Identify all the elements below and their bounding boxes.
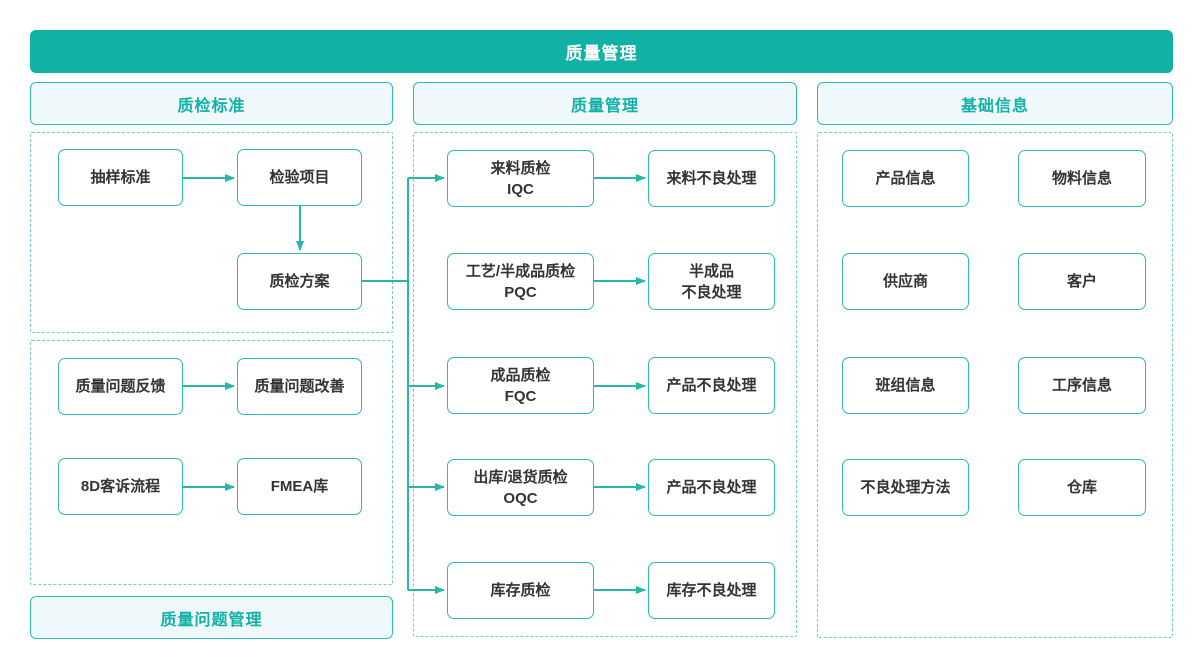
diagram-title: 质量管理 [565, 44, 638, 63]
node-inspection-plan: 质检方案 [237, 253, 362, 310]
node-product-info: 产品信息 [842, 150, 969, 207]
group-quality-management [413, 132, 797, 637]
section-header-inspection-standards: 质检标准 [30, 82, 393, 125]
node-warehouse: 仓库 [1018, 459, 1146, 516]
node-inspection-items: 检验项目 [237, 149, 362, 206]
diagram-title-banner: 质量管理 [30, 30, 1173, 73]
section-header-quality-management: 质量管理 [413, 82, 797, 125]
node-customer: 客户 [1018, 253, 1146, 310]
node-iqc-defect-handling: 来料不良处理 [648, 150, 775, 207]
group-inspection-standards [30, 132, 393, 333]
node-quality-issue-feedback: 质量问题反馈 [58, 358, 183, 415]
node-process-info: 工序信息 [1018, 357, 1146, 414]
node-stock-qc: 库存质检 [447, 562, 594, 619]
node-supplier: 供应商 [842, 253, 969, 310]
section-header-label: 质检标准 [177, 97, 246, 115]
node-stock-defect-handling: 库存不良处理 [648, 562, 775, 619]
group-basic-information [817, 132, 1173, 638]
section-header-label: 质量管理 [570, 97, 639, 115]
node-8d-complaint-process: 8D客诉流程 [58, 458, 183, 515]
node-material-info: 物料信息 [1018, 150, 1146, 207]
node-fmea-library: FMEA库 [237, 458, 362, 515]
group-quality-issue-management [30, 340, 393, 585]
node-sampling-standard: 抽样标准 [58, 149, 183, 206]
node-oqc-defect-handling: 产品不良处理 [648, 459, 775, 516]
node-iqc: 来料质检 IQC [447, 150, 594, 207]
section-header-quality-issue-management: 质量问题管理 [30, 596, 393, 639]
node-fqc: 成品质检 FQC [447, 357, 594, 414]
node-quality-issue-improvement: 质量问题改善 [237, 358, 362, 415]
node-oqc: 出库/退货质检 OQC [447, 459, 594, 516]
section-header-label: 基础信息 [960, 97, 1029, 115]
node-defect-handling-method: 不良处理方法 [842, 459, 969, 516]
node-pqc-defect-handling: 半成品 不良处理 [648, 253, 775, 310]
node-team-info: 班组信息 [842, 357, 969, 414]
node-fqc-defect-handling: 产品不良处理 [648, 357, 775, 414]
node-pqc: 工艺/半成品质检 PQC [447, 253, 594, 310]
section-header-label: 质量问题管理 [160, 611, 263, 629]
section-header-basic-information: 基础信息 [817, 82, 1173, 125]
